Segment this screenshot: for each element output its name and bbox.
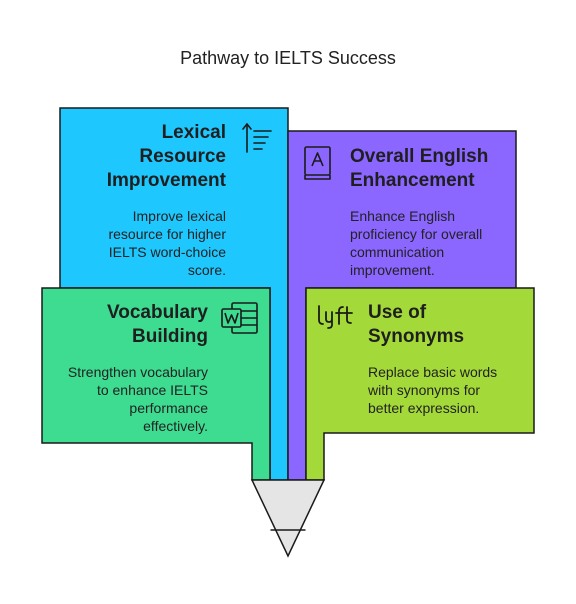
- diagram-title: Pathway to IELTS Success: [180, 48, 396, 68]
- step-use-of-synonyms: Use of Synonyms Replace basic words with…: [368, 301, 528, 417]
- step-overall-english: Overall English Enhancement Enhance Engl…: [350, 145, 510, 279]
- step-lexical-resource: Lexical Resource Improvement Improve lex…: [70, 121, 226, 279]
- step-heading: Vocabulary Building: [106, 302, 208, 347]
- step-description: Strengthen vocabulary to enhance IELTS p…: [67, 364, 208, 434]
- step-description: Improve lexical resource for higher IELT…: [108, 208, 226, 278]
- lyft-logo-icon: [318, 305, 353, 329]
- step-description: Replace basic words with synonyms for be…: [368, 364, 498, 416]
- sort-text-icon: [242, 123, 272, 153]
- step-heading: Lexical Resource Improvement: [106, 122, 226, 191]
- step-description: Enhance English proficiency for overall …: [350, 208, 483, 278]
- step-heading: Use of Synonyms: [368, 302, 465, 347]
- word-document-icon: [221, 302, 258, 334]
- step-vocabulary-building: Vocabulary Building Strengthen vocabular…: [52, 301, 208, 435]
- book-icon: [304, 146, 331, 180]
- step-heading: Overall English Enhancement: [350, 146, 489, 191]
- pencil-tip: [250, 479, 326, 558]
